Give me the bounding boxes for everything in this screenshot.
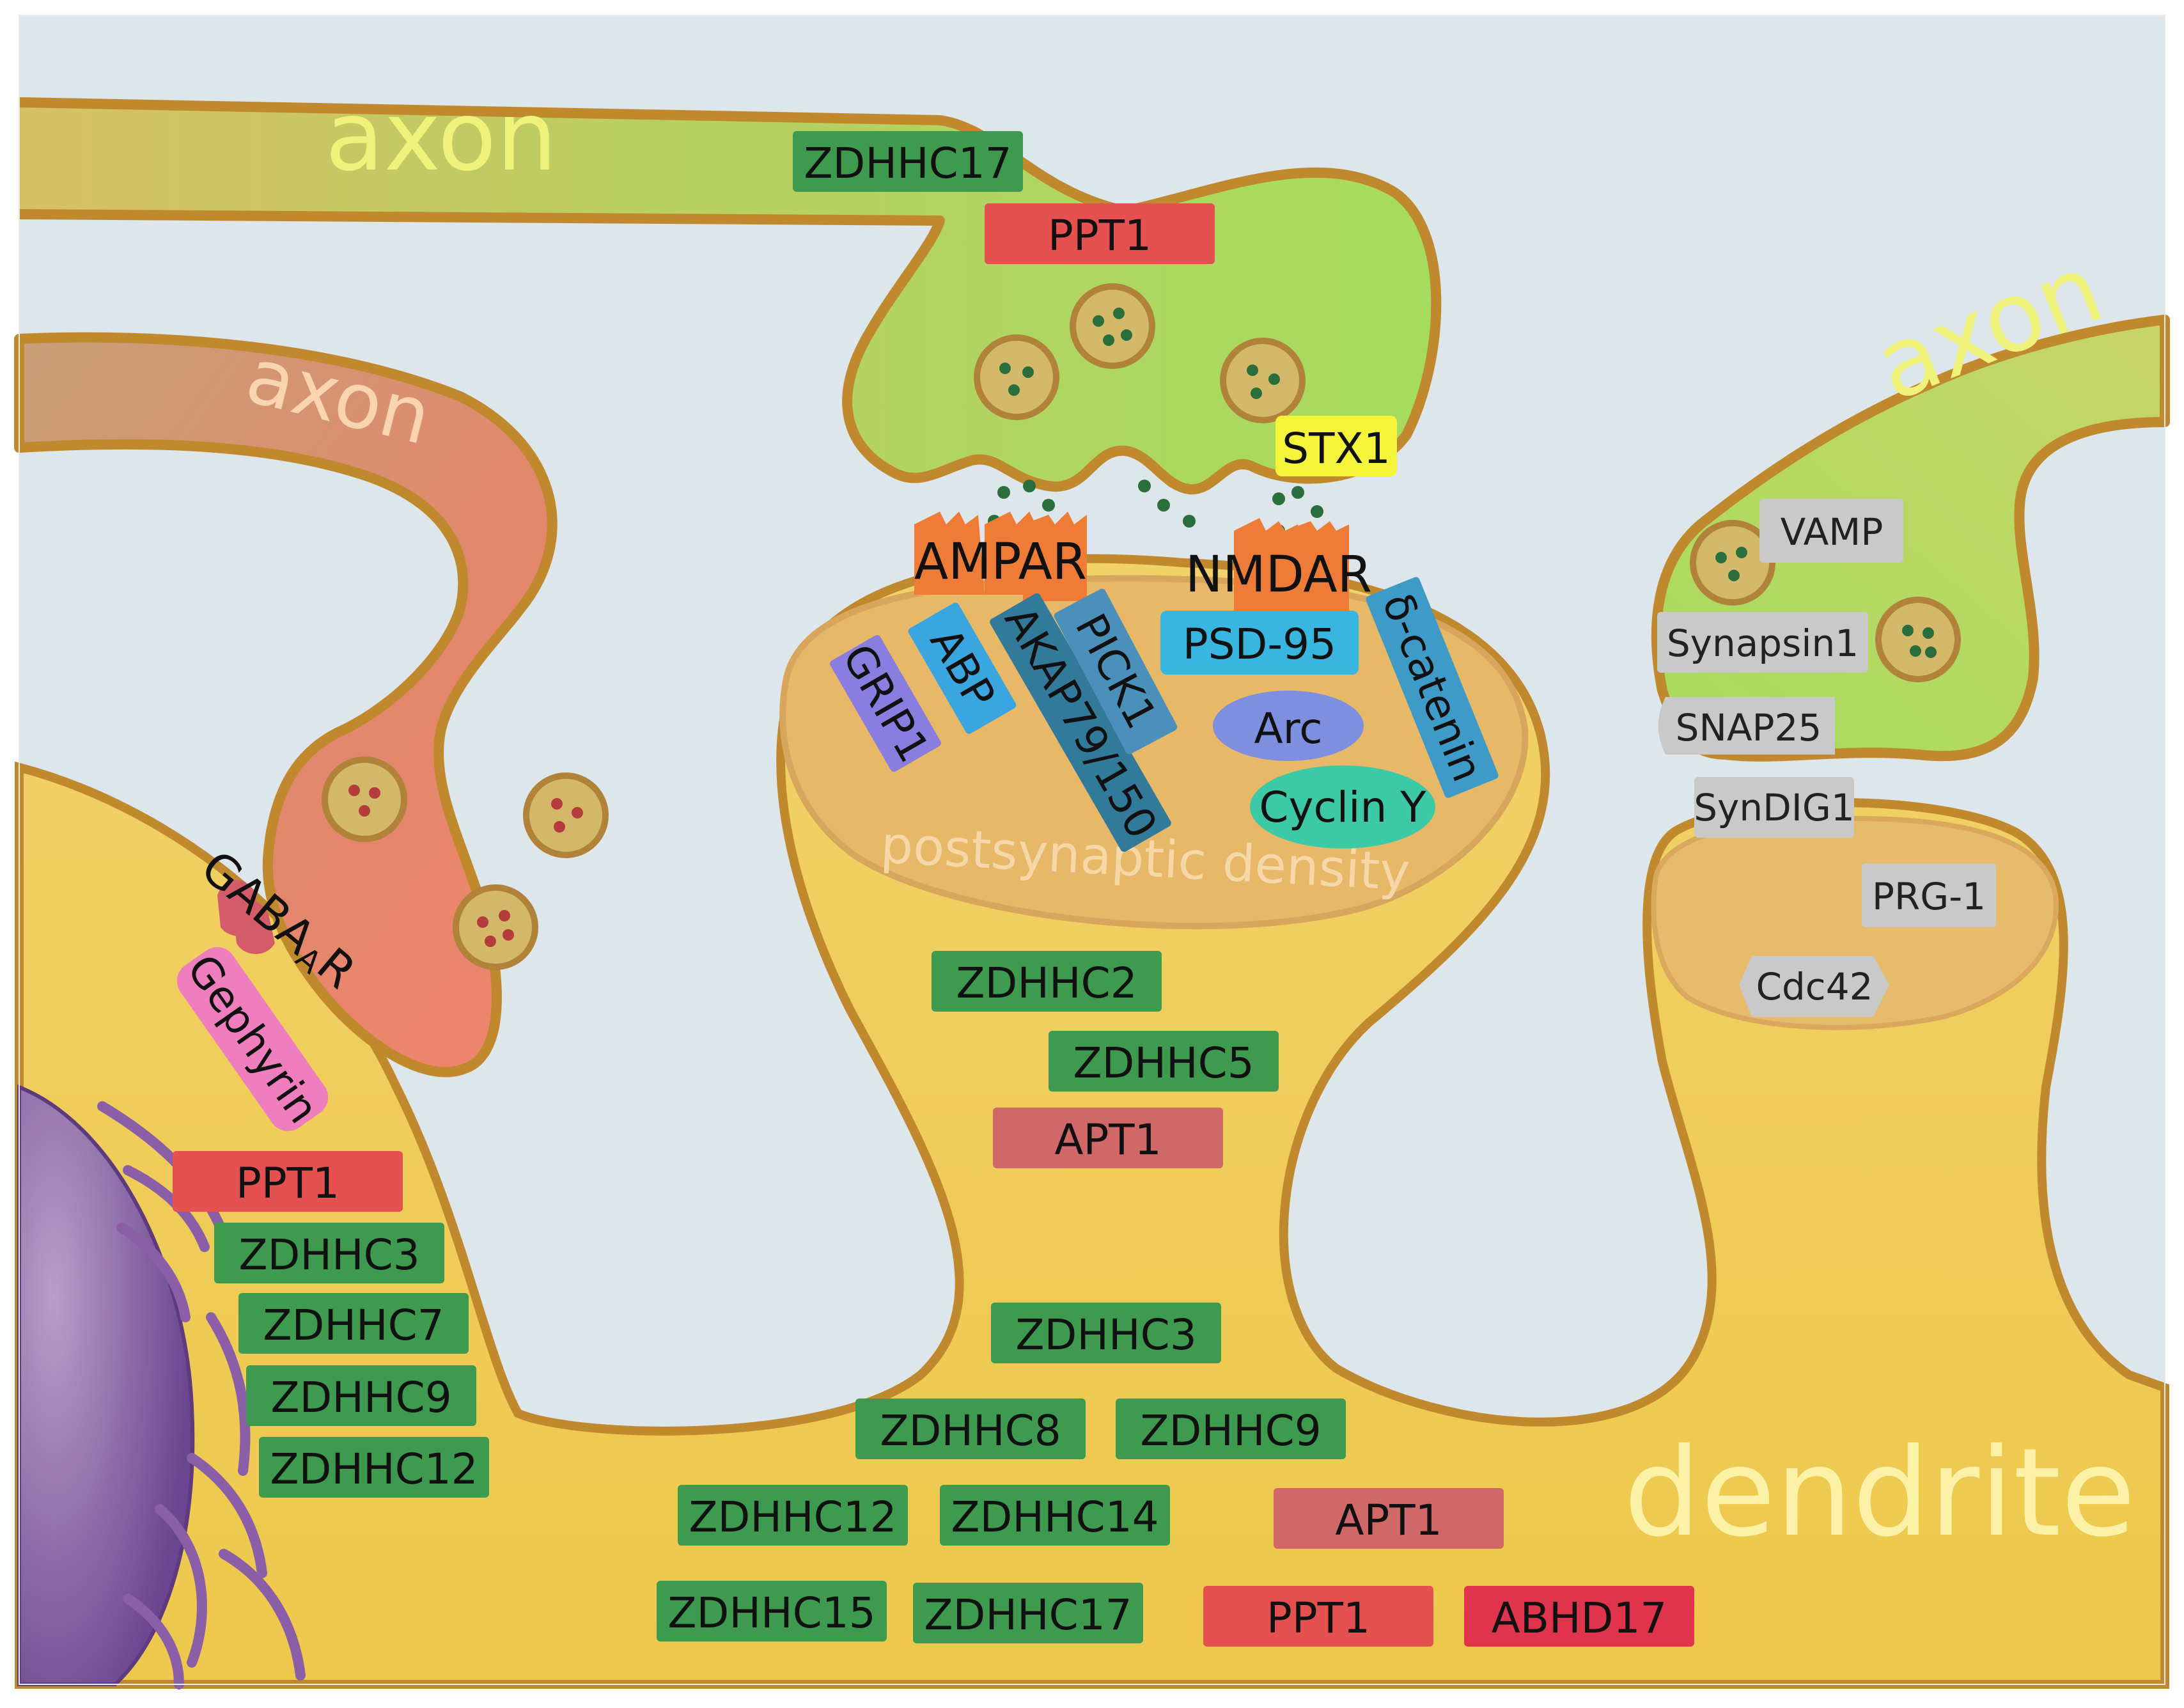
top-axon-membrane bbox=[19, 97, 1442, 495]
left-axon bbox=[14, 332, 558, 1077]
ampar-receptor bbox=[914, 512, 1087, 601]
label-zdhhc12-dendrite: ZDHHC12 bbox=[678, 1485, 908, 1546]
svg-text:ZDHHC9: ZDHHC9 bbox=[270, 1373, 451, 1422]
svg-text:APT1: APT1 bbox=[1335, 1496, 1442, 1545]
vesicles-top-axon bbox=[974, 283, 1306, 423]
label-cyclin-y: Cyclin Y bbox=[1250, 765, 1435, 849]
svg-text:PRG-1: PRG-1 bbox=[1872, 875, 1986, 918]
label-ppt1-dendrite: PPT1 bbox=[1203, 1586, 1433, 1647]
svg-text:ZDHHC14: ZDHHC14 bbox=[951, 1493, 1158, 1542]
svg-text:Arc: Arc bbox=[1254, 704, 1322, 753]
svg-text:Cyclin Y: Cyclin Y bbox=[1259, 783, 1426, 832]
label-zdhhc9-dendrite: ZDHHC9 bbox=[1116, 1399, 1346, 1459]
label-apt1-dendrite: APT1 bbox=[1274, 1488, 1504, 1549]
svg-text:ZDHHC12: ZDHHC12 bbox=[689, 1493, 896, 1542]
label-zdhhc12-soma: ZDHHC12 bbox=[259, 1437, 489, 1498]
label-stx1: STX1 bbox=[1275, 416, 1397, 476]
ampar-label: AMPAR bbox=[914, 533, 1087, 591]
svg-text:VAMP: VAMP bbox=[1781, 510, 1884, 554]
label-ppt1-presynaptic: PPT1 bbox=[985, 203, 1215, 264]
nucleus bbox=[17, 1084, 195, 1686]
svg-text:ZDHHC8: ZDHHC8 bbox=[880, 1406, 1061, 1455]
svg-text:PPT1: PPT1 bbox=[1267, 1594, 1370, 1643]
vesicles-right-axon bbox=[1690, 520, 1961, 682]
label-zdhhc7-soma: ZDHHC7 bbox=[238, 1293, 469, 1354]
svg-text:APT1: APT1 bbox=[1054, 1115, 1161, 1164]
axon-top-label: axon bbox=[325, 81, 558, 192]
label-prg1: PRG-1 bbox=[1862, 863, 1996, 927]
label-abhd17-dendrite: ABHD17 bbox=[1464, 1586, 1694, 1647]
label-synapsin1: Synapsin1 bbox=[1657, 612, 1868, 673]
svg-text:ABHD17: ABHD17 bbox=[1492, 1594, 1667, 1643]
svg-text:PPT1: PPT1 bbox=[236, 1159, 339, 1208]
svg-text:ZDHHC15: ZDHHC15 bbox=[667, 1588, 875, 1638]
svg-text:ZDHHC2: ZDHHC2 bbox=[956, 959, 1137, 1008]
label-zdhhc8-dendrite: ZDHHC8 bbox=[855, 1399, 1086, 1459]
label-zdhhc17-dendrite: ZDHHC17 bbox=[913, 1583, 1143, 1643]
vesicles-left-axon bbox=[322, 756, 609, 970]
label-snap25: SNAP25 bbox=[1658, 697, 1835, 755]
label-cdc42: Cdc42 bbox=[1739, 956, 1889, 1017]
label-zdhhc2: ZDHHC2 bbox=[932, 951, 1162, 1012]
label-zdhhc3-soma: ZDHHC3 bbox=[214, 1223, 444, 1283]
svg-text:ZDHHC3: ZDHHC3 bbox=[1015, 1310, 1196, 1359]
svg-text:ZDHHC12: ZDHHC12 bbox=[270, 1445, 478, 1494]
label-vamp: VAMP bbox=[1759, 499, 1903, 563]
label-zdhhc14-dendrite: ZDHHC14 bbox=[940, 1485, 1170, 1546]
label-ppt1-soma: PPT1 bbox=[173, 1151, 403, 1212]
svg-text:PSD-95: PSD-95 bbox=[1183, 620, 1336, 669]
dendrite-label: dendrite bbox=[1624, 1422, 2136, 1563]
frame bbox=[19, 15, 2165, 1685]
label-syndig1: SynDIG1 bbox=[1694, 777, 1855, 838]
svg-text:PPT1: PPT1 bbox=[1048, 211, 1151, 260]
svg-text:Cdc42: Cdc42 bbox=[1756, 965, 1873, 1008]
svg-text:ZDHHC5: ZDHHC5 bbox=[1073, 1038, 1254, 1088]
svg-text:SNAP25: SNAP25 bbox=[1676, 706, 1822, 749]
label-zdhhc15-dendrite: ZDHHC15 bbox=[657, 1581, 887, 1641]
svg-text:ZDHHC7: ZDHHC7 bbox=[263, 1301, 444, 1350]
label-apt1-neck: APT1 bbox=[993, 1108, 1223, 1168]
label-psd95: PSD-95 bbox=[1160, 611, 1359, 675]
svg-text:ZDHHC3: ZDHHC3 bbox=[238, 1230, 419, 1280]
svg-text:ZDHHC9: ZDHHC9 bbox=[1140, 1406, 1321, 1455]
svg-text:Synapsin1: Synapsin1 bbox=[1667, 622, 1859, 665]
svg-text:STX1: STX1 bbox=[1282, 424, 1390, 473]
nmdar-label: NMDAR bbox=[1185, 546, 1372, 604]
label-zdhhc9-soma: ZDHHC9 bbox=[246, 1365, 476, 1426]
label-zdhhc3-dendrite: ZDHHC3 bbox=[991, 1303, 1221, 1363]
label-zdhhc5: ZDHHC5 bbox=[1049, 1031, 1279, 1092]
svg-text:ZDHHC17: ZDHHC17 bbox=[924, 1590, 1132, 1640]
gabaar-receptor bbox=[217, 880, 275, 954]
svg-text:SynDIG1: SynDIG1 bbox=[1694, 786, 1855, 829]
svg-text:ZDHHC17: ZDHHC17 bbox=[804, 139, 1011, 188]
label-zdhhc17-presynaptic: ZDHHC17 bbox=[793, 131, 1023, 192]
nmdar-receptor bbox=[1234, 518, 1349, 614]
label-arc: Arc bbox=[1213, 691, 1364, 761]
